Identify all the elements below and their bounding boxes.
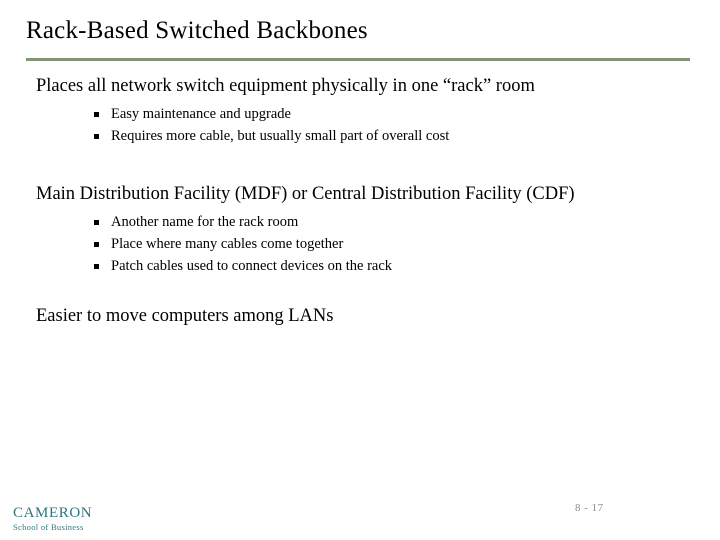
list-item: Another name for the rack room — [94, 212, 694, 233]
content-block-2: Main Distribution Facility (MDF) or Cent… — [28, 182, 694, 277]
list-item: Patch cables used to connect devices on … — [94, 256, 694, 277]
block-spacer — [28, 278, 694, 304]
page-title: Rack-Based Switched Backbones — [26, 17, 368, 44]
list-item-label: Place where many cables come together — [111, 236, 344, 252]
block-heading-1-text: Places all network switch equipment phys… — [36, 76, 535, 96]
list-item-label: Another name for the rack room — [111, 214, 299, 230]
title-block: Rack-Based Switched Backbones — [26, 16, 694, 46]
list-item: Place where many cables come together — [94, 234, 694, 255]
block-heading-1: Places all network switch equipment phys… — [28, 74, 694, 98]
bullet-list-2: Another name for the rack room Place whe… — [28, 212, 694, 277]
list-item: Easy maintenance and upgrade — [94, 104, 694, 125]
content-block-3: Easier to move computers among LANs — [28, 304, 694, 328]
slide-body: Places all network switch equipment phys… — [28, 74, 694, 328]
bullet-list-1: Easy maintenance and upgrade Requires mo… — [28, 104, 694, 147]
square-bullet-icon — [94, 220, 99, 225]
block-heading-3: Easier to move computers among LANs — [28, 304, 694, 328]
list-item-label: Easy maintenance and upgrade — [111, 106, 291, 122]
content-block-1: Places all network switch equipment phys… — [28, 74, 694, 147]
block-spacer — [28, 148, 694, 182]
square-bullet-icon — [94, 242, 99, 247]
logo-tagline: School of Business — [13, 522, 84, 532]
logo-wordmark: CAMERON — [13, 505, 93, 521]
page-number: 8 - 17 — [575, 502, 604, 514]
block-heading-3-text: Easier to move computers among LANs — [36, 306, 334, 326]
square-bullet-icon — [94, 264, 99, 269]
list-item-label: Patch cables used to connect devices on … — [111, 258, 393, 274]
list-item-label: Requires more cable, but usually small p… — [111, 128, 450, 144]
square-bullet-icon — [94, 112, 99, 117]
square-bullet-icon — [94, 134, 99, 139]
block-heading-2: Main Distribution Facility (MDF) or Cent… — [28, 182, 694, 206]
block-heading-2-text: Main Distribution Facility (MDF) or Cent… — [36, 184, 575, 204]
cameron-school-of-business-logo: CAMERON School of Business — [13, 506, 113, 533]
title-divider-rule — [26, 58, 690, 61]
list-item: Requires more cable, but usually small p… — [94, 126, 694, 147]
